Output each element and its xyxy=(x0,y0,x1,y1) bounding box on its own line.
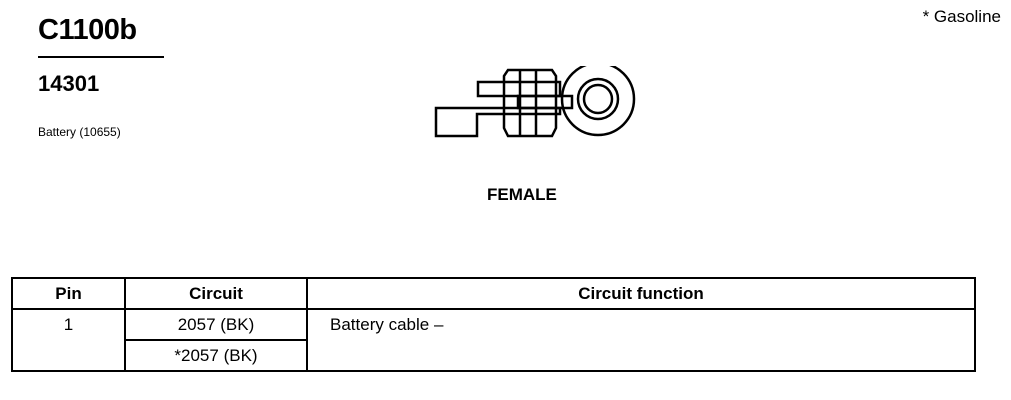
pin-table: Pin Circuit Circuit function 1 2057 (BK)… xyxy=(11,277,976,372)
terminal-clamp xyxy=(502,68,558,138)
connector-id-underline xyxy=(38,56,164,58)
part-number: 14301 xyxy=(38,71,100,96)
table-row: 1 2057 (BK) Battery cable – xyxy=(11,308,976,372)
header-circuit: Circuit xyxy=(124,277,308,310)
view-label: FEMALE xyxy=(487,185,557,204)
pin-cell: 1 xyxy=(11,308,126,372)
terminal-ring-outer xyxy=(560,66,636,137)
header-pin: Pin xyxy=(11,277,126,310)
circuit-cell: 2057 (BK) xyxy=(124,308,308,341)
table-header-row: Pin Circuit Circuit function xyxy=(11,277,976,310)
component-name: Battery (10655) xyxy=(38,125,121,139)
gasoline-note: * Gasoline xyxy=(922,7,1001,26)
terminal-bracket xyxy=(434,106,562,138)
connector-id: C1100b xyxy=(38,14,137,46)
circuit-cell-gasoline: *2057 (BK) xyxy=(124,339,308,372)
terminal-ring-inner xyxy=(576,77,620,121)
header-circuit-function: Circuit function xyxy=(306,277,976,310)
circuit-function-cell: Battery cable – xyxy=(306,308,976,372)
table-row: *2057 (BK) xyxy=(12,339,975,372)
battery-terminal-drawing xyxy=(434,66,636,138)
